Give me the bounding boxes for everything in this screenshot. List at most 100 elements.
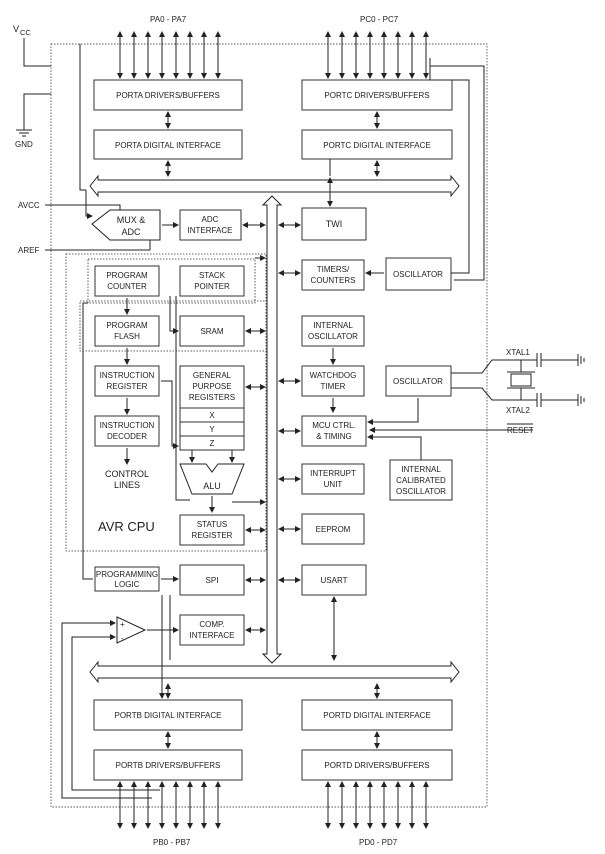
- gpr-label-line1: GENERAL: [193, 371, 232, 380]
- mux-adc-label-line2: ADC: [121, 227, 141, 237]
- instruction-register-block: [94, 365, 160, 397]
- comp-interface-label-line1: COMP.: [199, 620, 224, 629]
- oscillator-xtal-label: OSCILLATOR: [393, 377, 443, 386]
- porta-drivers-label: PORTA DRIVERS/BUFFERS: [116, 91, 220, 100]
- gpr-label-line3: REGISTERS: [189, 393, 235, 402]
- control-lines-label-line2: LINES: [114, 480, 140, 490]
- mcu-ctrl-timing-block: [301, 415, 367, 447]
- general-purpose-registers-block: [179, 365, 245, 409]
- instruction-register-label-line2: REGISTER: [107, 382, 148, 391]
- alu-block: [179, 463, 245, 495]
- xtal2-label: XTAL2: [506, 406, 530, 415]
- pd-pins-label: PD0 - PD7: [359, 838, 398, 847]
- bottom-data-bus: [89, 660, 460, 684]
- internal-osc-label-line2: OSCILLATOR: [308, 332, 358, 341]
- mux-adc-block: [91, 209, 161, 241]
- eeprom-label: EEPROM: [316, 525, 351, 534]
- avcc-label: AVCC: [18, 201, 40, 210]
- timers-counters-block: [301, 259, 365, 291]
- portd-drivers-label: PORTD DRIVERS/BUFFERS: [324, 761, 429, 770]
- gnd-label: GND: [15, 140, 33, 149]
- comparator-minus-label: -: [121, 634, 124, 643]
- portb-drivers-block: [93, 749, 243, 781]
- spi-label: SPI: [206, 576, 219, 585]
- status-register-block: [179, 514, 245, 546]
- vertical-data-bus: [261, 195, 283, 664]
- oscillator-xtal-block: [385, 365, 452, 397]
- portc-drivers-label: PORTC DRIVERS/BUFFERS: [324, 91, 429, 100]
- program-counter-block: [94, 265, 160, 297]
- instruction-decoder-label-line2: DECODER: [107, 432, 147, 441]
- pc-pins-label: PC0 - PC7: [360, 15, 399, 24]
- stack-pointer-block: [179, 265, 245, 297]
- eeprom-block: [301, 513, 365, 545]
- control-lines-label-line1: CONTROL: [105, 469, 149, 479]
- porta-interface-block: [93, 129, 243, 160]
- porta-drivers-block: [93, 79, 243, 111]
- programming-logic-label-line2: LOGIC: [115, 580, 140, 589]
- portb-interface-label: PORTB DIGITAL INTERFACE: [115, 711, 222, 720]
- porta-interface-label: PORTA DIGITAL INTERFACE: [115, 141, 221, 150]
- internal-cal-osc-label-line1: INTERNAL: [401, 465, 441, 474]
- portd-pin-arrows: [325, 781, 429, 829]
- register-x-label: X: [209, 411, 215, 420]
- register-y-label: Y: [209, 425, 215, 434]
- comp-interface-label-line2: INTERFACE: [190, 631, 235, 640]
- portc-pin-arrows: [325, 31, 429, 79]
- stack-pointer-label-line1: STACK: [199, 271, 226, 280]
- watchdog-label-line2: TIMER: [321, 382, 346, 391]
- oscillator-top-block: [385, 257, 452, 291]
- avr-cpu-region: [65, 253, 267, 552]
- mux-adc-label-line1: MUX &: [117, 215, 146, 225]
- portc-interface-block: [301, 129, 453, 160]
- portd-drivers-block: [301, 749, 453, 781]
- portc-drivers-block: [301, 79, 453, 111]
- sram-block: [179, 315, 245, 347]
- flash-sram-region: [79, 300, 268, 352]
- internal-calibrated-oscillator-block: [389, 459, 453, 501]
- gpr-label-line2: PURPOSE: [192, 382, 231, 391]
- vcc-terminal: V CC: [13, 24, 51, 67]
- spi-block: [179, 564, 245, 596]
- aref-label: AREF: [18, 246, 39, 255]
- status-register-label-line1: STATUS: [197, 520, 227, 529]
- portd-interface-block: [301, 699, 453, 731]
- program-counter-label-line1: PROGRAM: [106, 271, 148, 280]
- timers-label-line2: COUNTERS: [311, 276, 356, 285]
- usart-label: USART: [321, 576, 348, 585]
- crystal-circuit: XTAL1 XTAL2: [451, 348, 585, 415]
- mcu-ctrl-label-line1: MCU CTRL.: [312, 421, 356, 430]
- xtal1-label: XTAL1: [506, 348, 530, 357]
- mcu-ctrl-label-line2: & TIMING: [316, 432, 351, 441]
- comparator-symbol: [116, 616, 147, 644]
- watchdog-label-line1: WATCHDOG: [310, 371, 357, 380]
- vcc-label: V: [13, 24, 19, 34]
- instruction-register-label-line1: INSTRUCTION: [100, 371, 155, 380]
- chip-outline: [50, 43, 488, 808]
- stack-pointer-label-line2: POINTER: [194, 282, 230, 291]
- program-flash-block: [94, 315, 160, 347]
- adc-interface-label-line2: INTERFACE: [188, 226, 233, 235]
- comparator-plus-label: +: [120, 620, 125, 629]
- register-z: [179, 435, 245, 451]
- pa-pins-label: PA0 - PA7: [150, 15, 187, 24]
- portd-interface-label: PORTD DIGITAL INTERFACE: [323, 711, 430, 720]
- pb-pins-label: PB0 - PB7: [153, 838, 191, 847]
- programming-logic-label-line1: PROGRAMMING: [96, 570, 158, 579]
- twi-block: [301, 207, 367, 241]
- instruction-decoder-block: [94, 415, 160, 447]
- top-data-bus: [89, 174, 460, 198]
- adc-interface-label-line1: ADC: [202, 215, 219, 224]
- portb-pin-arrows: [117, 781, 221, 829]
- internal-cal-osc-label-line2: CALIBRATED: [396, 476, 446, 485]
- interrupt-unit-label-line1: INTERRUPT: [310, 469, 356, 478]
- portc-interface-label: PORTC DIGITAL INTERFACE: [323, 141, 430, 150]
- usart-block: [301, 564, 367, 596]
- register-z-label: Z: [210, 439, 215, 448]
- program-flash-label-line2: FLASH: [114, 332, 140, 341]
- interrupt-unit-block: [301, 463, 365, 495]
- pc-sp-region: [87, 258, 256, 304]
- instruction-decoder-label-line1: INSTRUCTION: [100, 421, 155, 430]
- oscillator-top-label: OSCILLATOR: [393, 270, 443, 279]
